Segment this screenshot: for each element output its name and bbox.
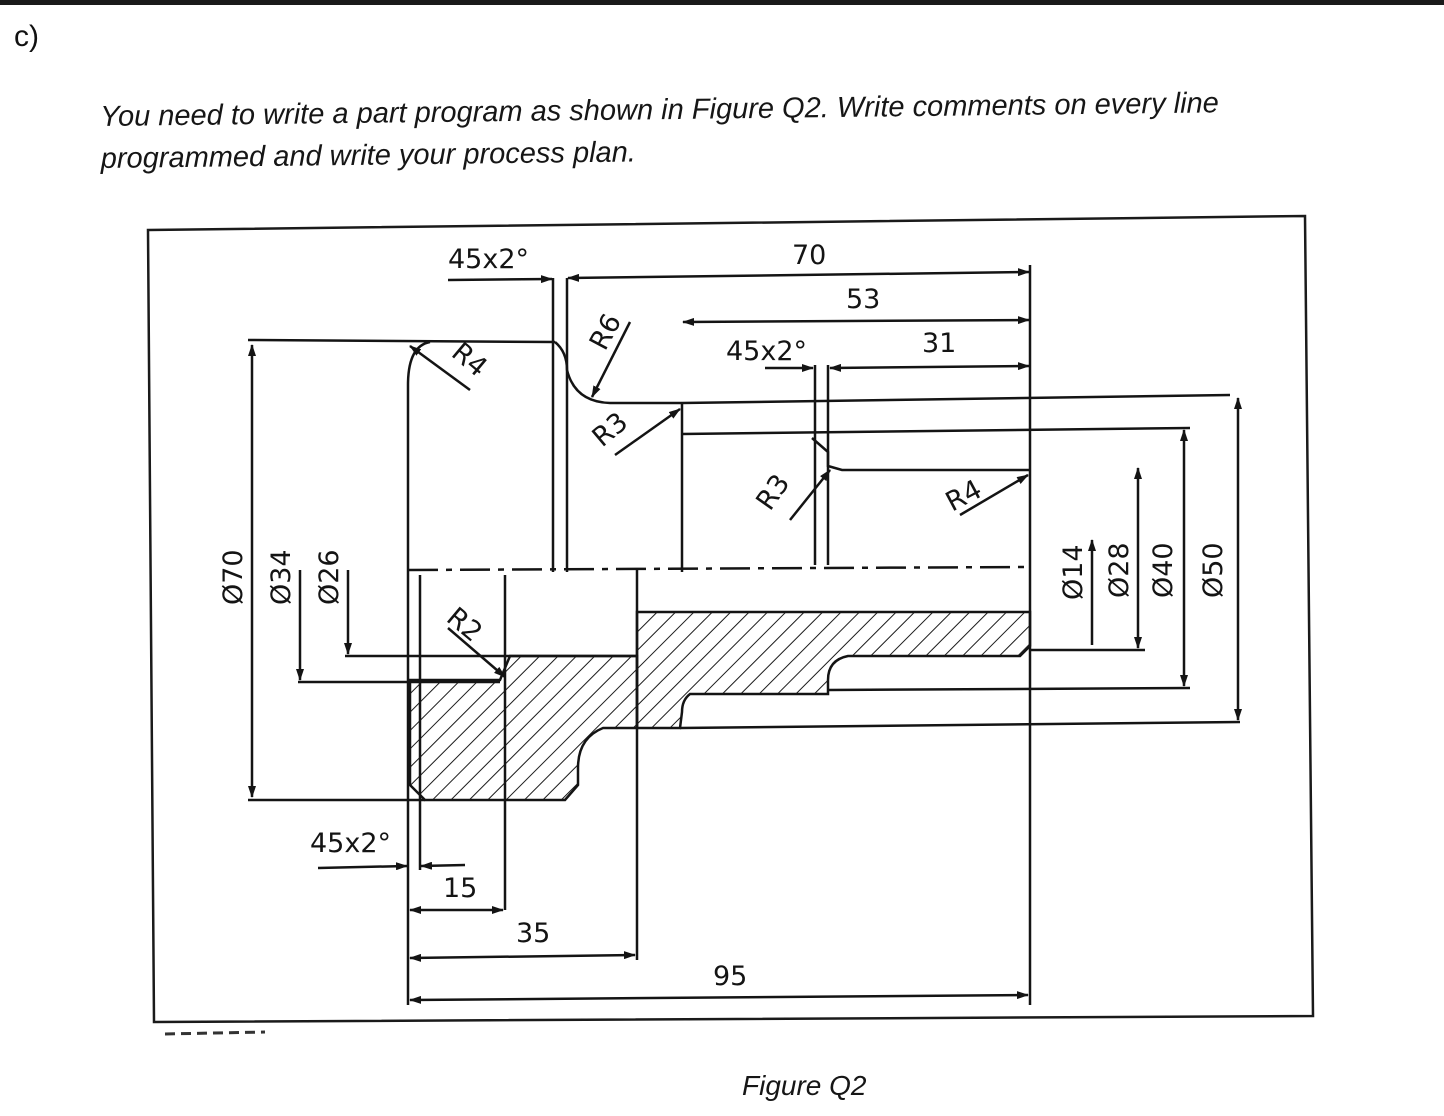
diameter-28-label: Ø28 — [1104, 542, 1135, 598]
top-rule — [0, 0, 1444, 5]
diameter-34-label: Ø34 — [266, 549, 297, 605]
length-15-label: 15 — [443, 873, 477, 904]
diameter-26-label: Ø26 — [314, 549, 345, 605]
chamfer-top-left-label: 45x2° — [448, 244, 529, 275]
hatched-section-left — [408, 654, 639, 802]
chamfer-top-right-label: 45x2° — [726, 336, 807, 367]
radius-r6-label: R6 — [584, 309, 628, 355]
length-31-label: 31 — [922, 328, 956, 359]
section-hatching — [408, 610, 1032, 802]
radius-r4-right-label: R4 — [941, 474, 987, 518]
radius-r2-label: R2 — [441, 602, 488, 649]
frame-underline-mark — [164, 1030, 266, 1036]
length-95-label: 95 — [713, 961, 747, 992]
length-53-label: 53 — [846, 284, 880, 315]
diameter-40-label: Ø40 — [1148, 542, 1179, 598]
diameter-50-label: Ø50 — [1198, 542, 1229, 598]
question-label: c) — [14, 20, 39, 53]
length-70-label: 70 — [792, 240, 826, 271]
length-35-label: 35 — [516, 918, 550, 949]
dimension-lines — [248, 268, 1242, 1004]
part-outline — [247, 265, 1231, 1005]
radius-r3-lower-label: R3 — [750, 469, 796, 516]
figure-caption: Figure Q2 — [742, 1070, 867, 1101]
lower-outline — [248, 570, 1241, 1005]
chamfer-bottom-label: 45x2° — [310, 828, 391, 859]
drawing-frame — [146, 214, 1315, 1024]
center-line — [407, 565, 1031, 572]
diameter-14-label: Ø14 — [1058, 544, 1089, 600]
diameter-70-label: Ø70 — [218, 549, 249, 605]
hatched-section-right — [635, 610, 1032, 730]
